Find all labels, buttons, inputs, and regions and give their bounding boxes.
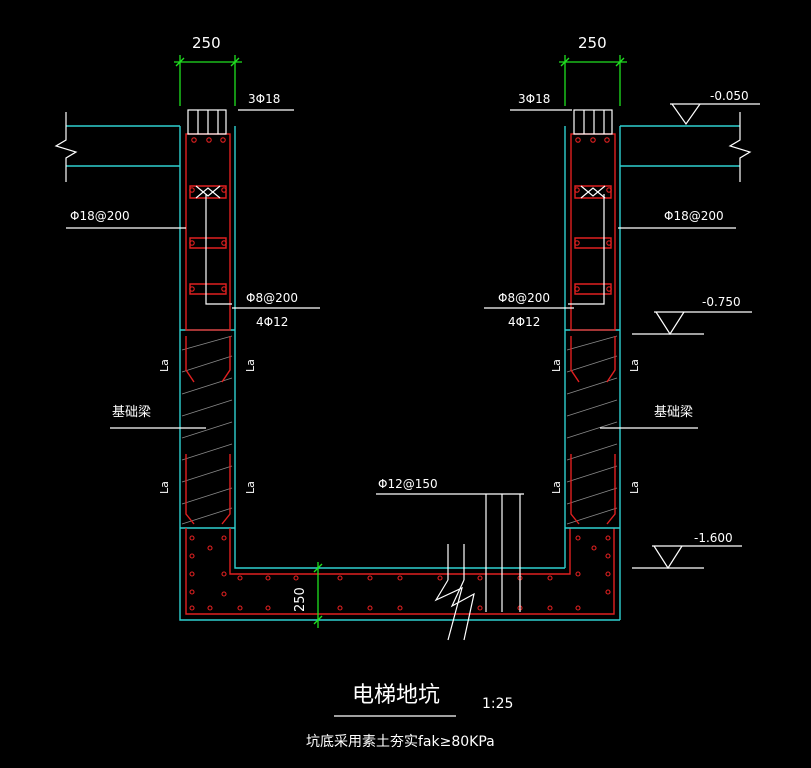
right-beam-label: 基础梁 (654, 405, 693, 420)
right-wall (564, 109, 752, 620)
right-anchor-upper-out: La (628, 359, 641, 372)
left-anchor-lower-in: La (244, 481, 257, 494)
left-stirrup-long: 4Φ12 (256, 315, 288, 329)
left-stirrup: Φ8@200 (246, 291, 298, 305)
right-dim-width: 250 (578, 34, 607, 52)
elevation-top-marker (670, 103, 760, 126)
left-anchor-lower-out: La (158, 481, 171, 494)
left-wall (54, 109, 620, 621)
right-anchor-upper-in: La (550, 359, 563, 372)
right-vertical-bars: Φ18@200 (664, 209, 724, 223)
drawing-note: 坑底采用素土夯实fak≥80KPa (306, 734, 495, 750)
left-vertical-bars: Φ18@200 (70, 209, 130, 223)
left-anchor-upper-in: La (244, 359, 257, 372)
elevation-mid: -0.750 (702, 295, 741, 309)
slab-break-and-leader (376, 493, 524, 641)
drawing-scale: 1:25 (482, 696, 513, 712)
right-stirrup-long: 4Φ12 (508, 315, 540, 329)
elevation-mid-marker (632, 311, 752, 336)
elevation-bottom-marker (632, 545, 742, 570)
left-top-bars: 3Φ18 (248, 92, 280, 106)
leaders (66, 109, 736, 429)
drawing-title: 电梯地坑 (352, 683, 440, 708)
right-anchor-lower-in: La (550, 481, 563, 494)
dimensions (174, 55, 627, 628)
right-top-bars: 3Φ18 (518, 92, 550, 106)
left-anchor-upper-out: La (158, 359, 171, 372)
slab-thickness-dim: 250 (293, 587, 308, 612)
slab-bars-label: Φ12@150 (378, 477, 438, 491)
right-anchor-lower-out: La (628, 481, 641, 494)
slab-rebar-dots (189, 535, 611, 611)
elevation-top: -0.050 (710, 89, 749, 103)
right-stirrup: Φ8@200 (498, 291, 550, 305)
left-beam-label: 基础梁 (112, 405, 151, 420)
elevation-bottom: -1.600 (694, 531, 733, 545)
left-dim-width: 250 (192, 34, 221, 52)
